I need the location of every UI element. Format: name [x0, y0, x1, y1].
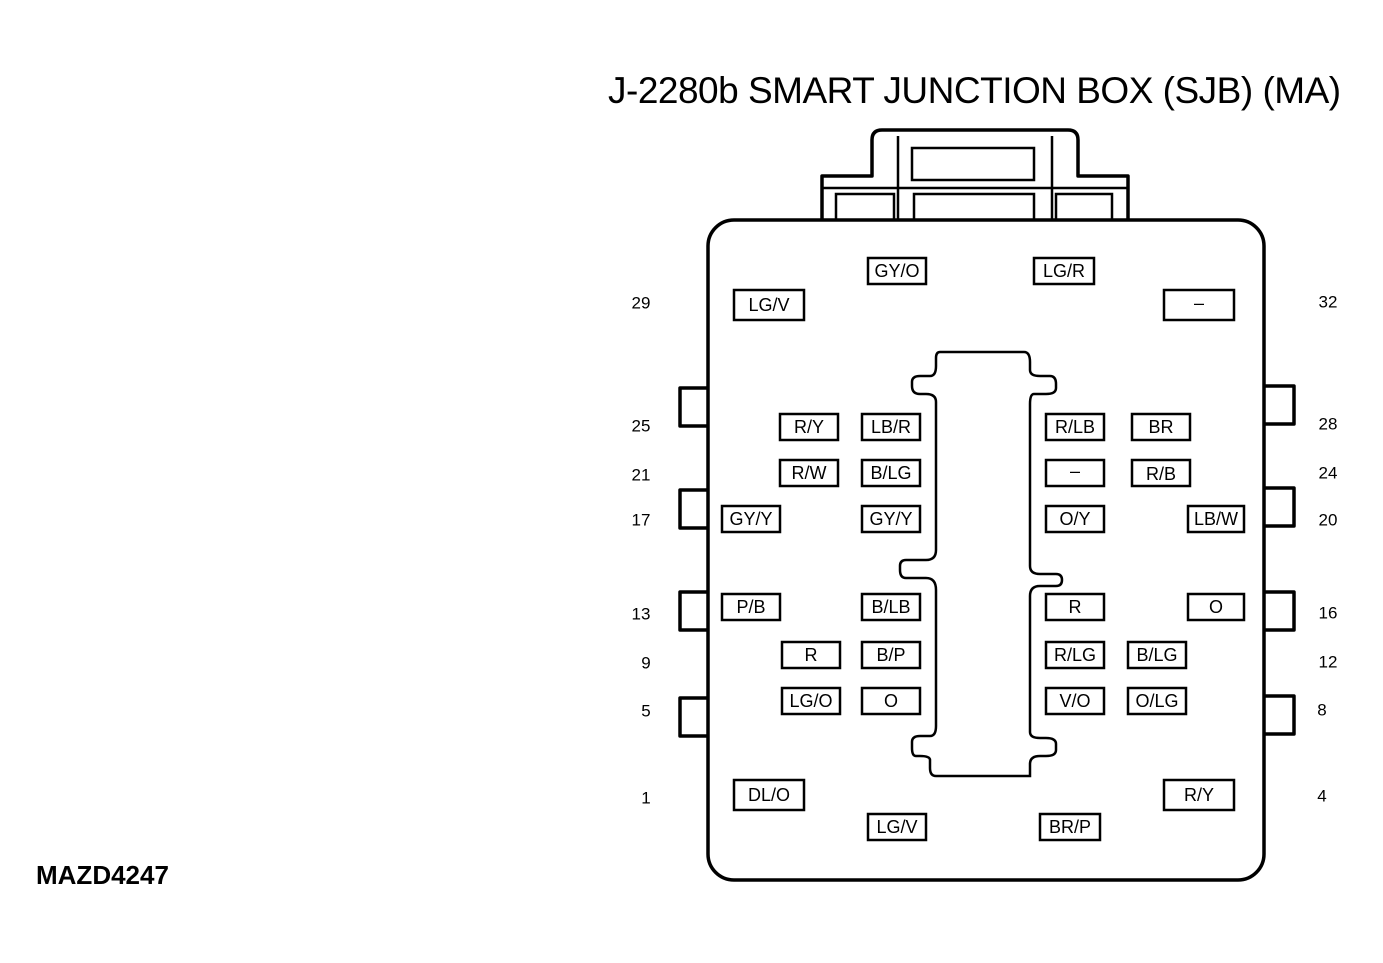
pin-v-o: V/O [1044, 686, 1106, 716]
pin-dash-32: – [1162, 288, 1236, 322]
connector-body [706, 218, 1266, 882]
pin-number-right: 28 [1319, 415, 1338, 434]
pin-label: V/O [1059, 691, 1090, 711]
pin-o-y: O/Y [1044, 504, 1106, 534]
pin-label: BR [1148, 417, 1173, 437]
center-recess [898, 350, 1064, 778]
pin-label: GY/Y [869, 509, 912, 529]
pin-number-left: 21 [632, 466, 651, 485]
pin-lg-r: LG/R [1032, 256, 1096, 286]
pin-number-right: 32 [1319, 293, 1338, 312]
pin-lg-v-29: LG/V [732, 288, 806, 322]
pin-dl-o-1: DL/O [732, 778, 806, 812]
pin-r-9: R [780, 640, 842, 670]
pin-p-b-13: P/B [720, 592, 782, 622]
pin-numbers: 29 32 25 28 21 24 17 20 13 16 9 12 5 8 1… [632, 293, 1338, 808]
pin-o-16: O [1186, 592, 1246, 622]
diagram-title: J-2280b SMART JUNCTION BOX (SJB) (MA) [608, 70, 1341, 111]
pin-label: R/B [1146, 464, 1176, 484]
pin-b-lg-upper: B/LG [860, 458, 922, 488]
pin-number-right: 24 [1319, 464, 1338, 483]
pin-r-y-25: R/Y [778, 412, 840, 442]
pin-number-right: 16 [1319, 604, 1338, 623]
pin-r-y-4: R/Y [1162, 778, 1236, 812]
pin-label: – [1194, 293, 1204, 313]
pin-lb-r: LB/R [860, 412, 922, 442]
pin-label: DL/O [748, 785, 790, 805]
pin-label: BR/P [1049, 817, 1091, 837]
pin-label: O/Y [1059, 509, 1090, 529]
pin-label: GY/Y [729, 509, 772, 529]
pin-r-w-21: R/W [778, 458, 840, 488]
pin-number-left: 1 [641, 789, 650, 808]
pin-r-lg: R/LG [1044, 640, 1106, 670]
pin-lg-v-bottom: LG/V [866, 812, 928, 842]
pin-b-p: B/P [860, 640, 922, 670]
pin-b-lb: B/LB [860, 592, 922, 622]
pin-number-left: 13 [632, 605, 651, 624]
pin-label: O [1209, 597, 1223, 617]
pin-number-left: 17 [632, 511, 651, 530]
figure-code: MAZD4247 [36, 860, 169, 890]
pin-label: GY/O [874, 261, 919, 281]
pin-number-left: 9 [641, 654, 650, 673]
pin-label: R/LG [1054, 645, 1096, 665]
pin-number-right: 12 [1319, 653, 1338, 672]
pin-number-right: 20 [1319, 511, 1338, 530]
pin-label: LB/W [1194, 509, 1238, 529]
pin-gy-y-inner: GY/Y [860, 504, 922, 534]
pin-label: LG/V [748, 295, 789, 315]
pin-label: LG/R [1043, 261, 1085, 281]
pin-label: – [1070, 461, 1080, 481]
pin-r-lb: R/LB [1044, 412, 1106, 442]
pin-dash-mid: – [1044, 458, 1106, 488]
pin-label: LB/R [871, 417, 911, 437]
pin-number-right: 8 [1317, 701, 1326, 720]
pin-b-lg-12: B/LG [1126, 640, 1188, 670]
pin-r-inner: R [1044, 592, 1106, 622]
pin-gy-o: GY/O [866, 256, 928, 286]
pin-r-b-24: R/B [1130, 458, 1192, 488]
pin-label: LG/O [789, 691, 832, 711]
pin-label: P/B [736, 597, 765, 617]
pin-label: R [1069, 597, 1082, 617]
pin-label: B/LG [1136, 645, 1177, 665]
pin-label: LG/V [876, 817, 917, 837]
pin-label: R [805, 645, 818, 665]
pin-gy-y-17: GY/Y [720, 504, 782, 534]
pin-number-left: 5 [641, 702, 650, 721]
pin-o-inner: O [860, 686, 922, 716]
pin-label: O/LG [1135, 691, 1178, 711]
pin-cavities: GY/O LG/R LG/V – R/Y LB/R R/LB BR R/W B/… [720, 256, 1246, 842]
pin-br-p-bottom: BR/P [1038, 812, 1102, 842]
pin-label: O [884, 691, 898, 711]
pin-label: B/LB [871, 597, 910, 617]
connector-latch [820, 128, 1130, 224]
pin-o-lg-8: O/LG [1126, 686, 1188, 716]
pin-br-28: BR [1130, 412, 1192, 442]
pin-label: R/Y [794, 417, 824, 437]
pin-number-left: 25 [632, 417, 651, 436]
pin-label: B/P [876, 645, 905, 665]
pin-label: R/Y [1184, 785, 1214, 805]
pin-lb-w-20: LB/W [1186, 504, 1246, 534]
pin-lg-o-5: LG/O [780, 686, 842, 716]
pin-label: R/LB [1055, 417, 1095, 437]
pin-label: R/W [792, 463, 827, 483]
pin-number-left: 29 [632, 294, 651, 313]
pin-number-right: 4 [1317, 787, 1326, 806]
pin-label: B/LG [870, 463, 911, 483]
